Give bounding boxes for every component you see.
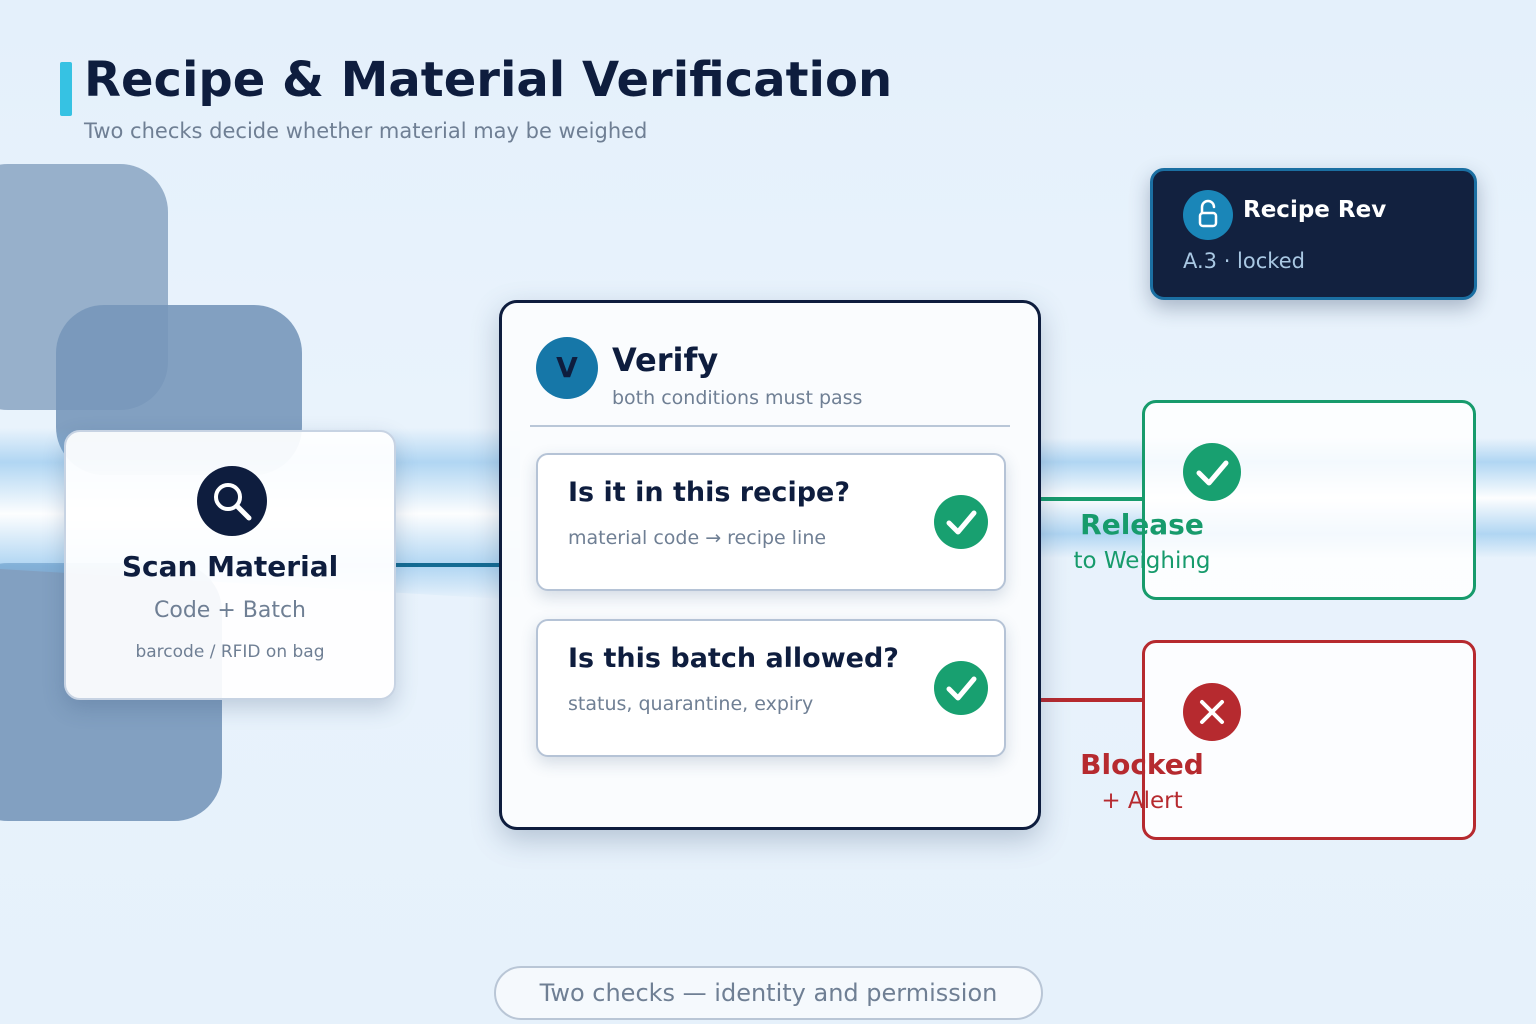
search-icon [197, 466, 267, 536]
scan-material-title: Scan Material [121, 550, 339, 583]
page-subtitle: Two checks decide whether material may b… [84, 119, 648, 143]
recipe-rev-card[interactable]: Recipe Rev A.3 · locked [1150, 168, 1477, 300]
footer-caption: Two checks — identity and permission [494, 966, 1043, 1020]
blocked-sublabel: + Alert [1101, 788, 1183, 814]
blocked-outcome-box[interactable] [1142, 640, 1476, 840]
verify-panel: V Verify both conditions must pass Is it… [499, 300, 1041, 830]
recipe-rev-title: Recipe Rev [1243, 197, 1387, 223]
release-outcome-box[interactable] [1142, 400, 1476, 600]
check-card-recipe[interactable]: Is it in this recipe? material code → re… [536, 453, 1006, 591]
verify-title: Verify [612, 341, 719, 379]
scan-material-subtitle: Code + Batch [154, 598, 306, 623]
release-sublabel: to Weighing [1073, 548, 1211, 574]
scan-material-card[interactable]: Scan Material Code + Batch barcode / RFI… [64, 430, 396, 700]
check-detail: material code → recipe line [568, 527, 827, 549]
verify-badge: V [536, 337, 598, 399]
verify-subtitle: both conditions must pass [612, 387, 863, 409]
x-icon [1183, 683, 1241, 741]
check-question: Is it in this recipe? [568, 477, 850, 508]
check-icon [934, 661, 988, 715]
check-icon [934, 495, 988, 549]
verify-divider [530, 425, 1010, 427]
title-accent-bar [60, 62, 72, 116]
check-question: Is this batch allowed? [568, 643, 899, 674]
connector-verify-to-release [1040, 497, 1144, 501]
connector-verify-to-blocked [1040, 698, 1144, 702]
check-card-batch[interactable]: Is this batch allowed? status, quarantin… [536, 619, 1006, 757]
connector-scan-to-verify [396, 563, 500, 567]
page-title: Recipe & Material Verification [84, 52, 893, 108]
blocked-label: Blocked [1080, 748, 1204, 781]
release-label: Release [1080, 508, 1204, 541]
check-icon [1183, 443, 1241, 501]
check-detail: status, quarantine, expiry [568, 693, 814, 715]
recipe-rev-subtitle: A.3 · locked [1183, 249, 1305, 273]
unlock-icon [1183, 190, 1233, 240]
scan-material-note: barcode / RFID on bag [135, 642, 325, 662]
